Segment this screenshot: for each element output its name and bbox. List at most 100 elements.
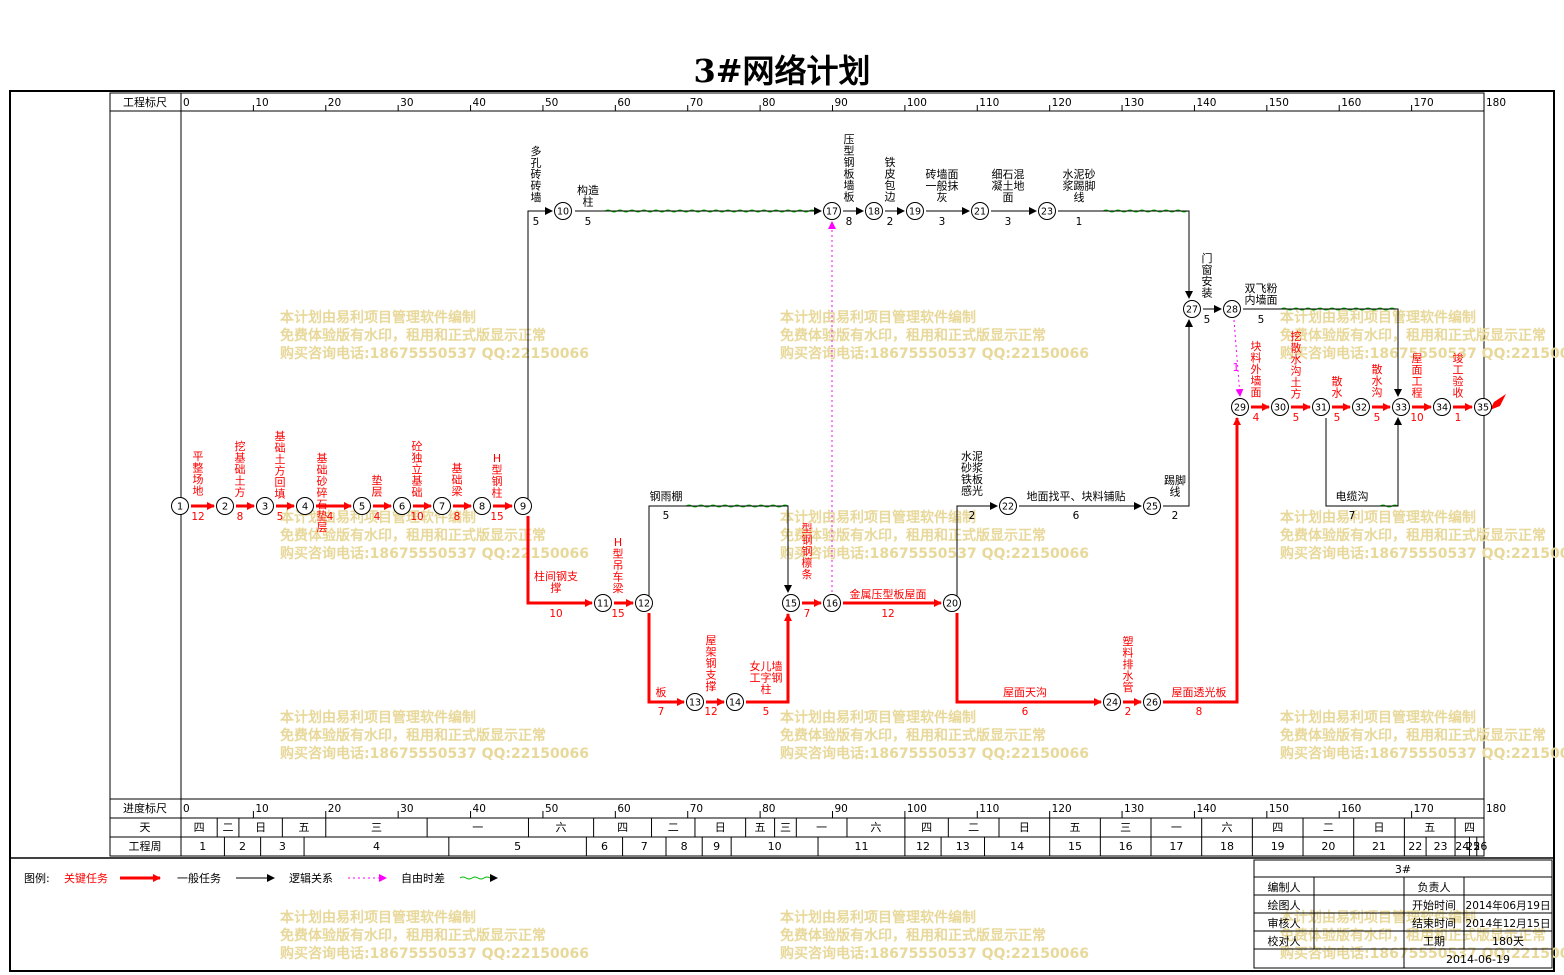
event-node-circle [1352,398,1370,416]
task-label: 屋架钢支撑 [706,634,717,693]
task-label: 竣工验收 [1453,351,1464,400]
weekday-cell: 六 [556,821,567,834]
end-label: 结束时间 [1412,917,1456,930]
watermark-line: 购买咨询电话:18675550537 QQ:22150066 [780,745,1089,762]
scale-tick-label: 0 [183,97,190,109]
week-cell: 5 [514,840,521,853]
owner-label: 负责人 [1418,880,1451,894]
task-duration: 5 [533,216,540,228]
scale-tick-label: 40 [473,803,486,815]
task-duration: 8 [846,216,853,228]
task-label: 柱间钢支撑 [534,569,578,595]
event-node-number: 14 [729,698,741,709]
event-node-number: 10 [557,207,569,218]
event-node: 27 [1183,300,1201,318]
watermark-line: 免费体验版有水印，租用和正式版显示正常 [1280,527,1546,544]
task-label: 塑料排水管 [1123,634,1134,694]
logic-28-29 [1233,319,1244,397]
task-14-15 [746,613,792,704]
scale-tick-label: 180 [1486,803,1506,815]
task-duration: 5 [1293,412,1300,424]
event-node: 21 [971,202,989,220]
task-duration: 5 [1204,314,1211,326]
event-node: 25 [1143,497,1161,515]
logic-links [828,221,1244,592]
task-duration: 7 [658,706,665,718]
weekday-cell: 五 [299,821,310,834]
event-node-circle [686,693,704,711]
task-duration: 8 [1196,706,1203,718]
event-node-number: 30 [1274,403,1286,414]
task-duration: 10 [410,511,423,523]
event-node-circle [353,497,371,515]
project-name: 3# [1395,863,1411,876]
weekday-cell: 二 [223,821,234,834]
week-cell: 20 [1321,840,1335,853]
watermark-line: 本计划由易利项目管理软件编制 [280,709,476,726]
critical-tasks [191,403,1473,706]
week-cell: 9 [713,840,720,853]
event-node: 22 [999,497,1017,515]
task-duration: 7 [804,608,811,620]
task-label: 女儿墙工字钢柱 [750,659,783,696]
event-node-circle [726,693,744,711]
scale-tick-label: 30 [400,97,413,109]
task-duration: 15 [490,511,503,523]
watermark-line: 购买咨询电话:18675550537 QQ:22150066 [1280,745,1564,762]
task-duration: 1 [1076,216,1083,228]
checker-label: 校对人 [1268,934,1301,948]
task-label: 屋面天沟 [1003,686,1047,699]
event-node: 32 [1352,398,1370,416]
event-node-circle [1143,497,1161,515]
week-cell: 17 [1169,840,1183,853]
scale-tick-label: 130 [1124,803,1144,815]
event-node-number: 35 [1477,403,1489,414]
week-cell: 16 [1119,840,1133,853]
page-title: 3#网络计划 [693,52,871,90]
event-node-circle [823,202,841,220]
watermark-line: 本计划由易利项目管理软件编制 [780,309,976,326]
task-label: 散水沟 [1372,362,1383,399]
event-node-number: 21 [974,207,986,218]
event-node: 15 [782,594,800,612]
event-node-circle [906,202,924,220]
event-node: 13 [686,693,704,711]
event-node-circle [296,497,314,515]
task-duration: 3 [939,216,946,228]
weekday-cell: 日 [1374,821,1385,834]
week-cell: 1 [199,840,206,853]
task-label: 踢脚线 [1164,473,1186,499]
task-duration: 12 [704,706,717,718]
week-cell: 12 [916,840,930,853]
watermark-line: 免费体验版有水印，租用和正式版显示正常 [780,727,1046,744]
event-node: 10 [554,202,572,220]
task-31-33 [1325,417,1402,507]
task-duration: 7 [1349,510,1356,522]
task-duration: 5 [763,706,770,718]
week-cell: 11 [854,840,868,853]
watermark-line: 本计划由易利项目管理软件编制 [280,909,476,926]
task-label: 多孔砖砖墙 [531,144,542,204]
watermark-line: 免费体验版有水印，租用和正式版显示正常 [280,727,546,744]
event-node-circle [171,497,189,515]
weekday-cell: 五 [755,821,766,834]
task-label: 基础砂碎石垫层 [317,452,328,534]
week-cell: 14 [1010,840,1024,853]
watermark-line: 本计划由易利项目管理软件编制 [780,709,976,726]
task-25-27 [1163,319,1193,507]
scale-tick-label: 70 [690,803,703,815]
event-node-number: 20 [946,599,958,610]
event-node: 16 [823,594,841,612]
task-label: 平整场地 [193,450,204,498]
task-duration: 4 [1253,412,1260,424]
task-label: 垫层 [372,473,383,499]
event-node-number: 13 [689,698,701,709]
event-node-number: 6 [399,502,405,513]
scale-tick-label: 110 [979,803,999,815]
weekday-cell: 一 [472,821,483,834]
scale-tick-label: 20 [328,97,341,109]
scale-tick-label: 150 [1269,803,1289,815]
event-node: 31 [1312,398,1330,416]
